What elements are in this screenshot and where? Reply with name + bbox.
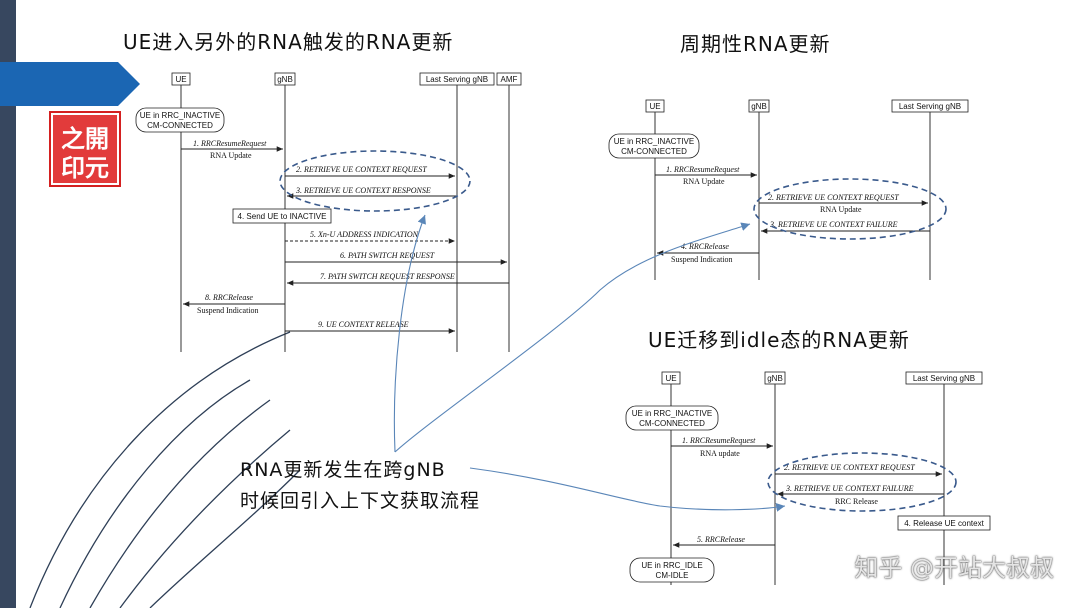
msg-label: 6. PATH SWITCH REQUEST (340, 251, 435, 260)
decorative-curves (29, 331, 301, 608)
entity-last-serving-gnb: Last Serving gNB (913, 374, 975, 383)
entity-last-serving-gnb: Last Serving gNB (426, 75, 488, 84)
msg-sub: Suspend Indication (197, 306, 259, 315)
entity-amf: AMF (501, 75, 518, 84)
entity-ue: UE (649, 102, 660, 111)
sidebar-strip (0, 0, 16, 608)
msg-sub: Suspend Indication (671, 255, 733, 264)
entity-gnb: gNB (767, 374, 783, 383)
diagram-periodic-rna: UE gNB Last Serving gNB UE in RRC_INACTI… (608, 99, 969, 280)
highlight-oval (767, 452, 957, 512)
diagram1-title: UE进入另外的RNA触发的RNA更新 (123, 30, 454, 54)
msg-label: 7. PATH SWITCH REQUEST RESPONSE (320, 272, 455, 281)
end-state-box (629, 557, 715, 583)
msg-label: 1. RRCResumeRequest (682, 436, 756, 445)
msg-label: 5. RRCRelease (697, 535, 745, 544)
msg-label: 5. Xn-U ADDRESS INDICATION (310, 230, 419, 239)
entity-gnb: gNB (277, 75, 293, 84)
diagram-idle-rna: UE gNB Last Serving gNB UE in RRC_INACTI… (625, 371, 991, 585)
msg-label: 4. RRCRelease (681, 242, 729, 251)
entity-last-serving-gnb: Last Serving gNB (899, 102, 961, 111)
msg-label: 1. RRCResumeRequest (193, 139, 267, 148)
diagram-ue-new-rna: UE gNB Last Serving gNB AMF UE in RRC_IN… (135, 72, 522, 352)
msg-label: 3. RETRIEVE UE CONTEXT RESPONSE (295, 186, 431, 195)
state-line1: UE in RRC_INACTIVE (140, 111, 220, 120)
logo-seal: 之開 印元 (49, 111, 121, 187)
msg-sub: RNA Update (683, 177, 725, 186)
msg-label: 2. RETRIEVE UE CONTEXT REQUEST (768, 193, 899, 202)
action-label: 4. Release UE context (904, 519, 984, 528)
state-box (608, 133, 700, 159)
state-line2: CM-CONNECTED (639, 419, 705, 428)
msg-sub: RNA Update (210, 151, 252, 160)
annotation-line1: RNA更新发生在跨gNB (240, 459, 446, 481)
end-state-line1: UE in RRC_IDLE (641, 561, 702, 570)
diagram3-title: UE迁移到idle态的RNA更新 (648, 328, 910, 352)
svg-text:之開: 之開 (61, 125, 109, 153)
entity-ue: UE (175, 75, 186, 84)
msg-label: 2. RETRIEVE UE CONTEXT REQUEST (784, 463, 915, 472)
sidebar-tab-arrow (0, 62, 140, 106)
state-box (135, 107, 225, 133)
msg-label: 3. RETRIEVE UE CONTEXT FAILURE (769, 220, 898, 229)
state-line2: CM-CONNECTED (621, 147, 687, 156)
state-line1: UE in RRC_INACTIVE (632, 409, 712, 418)
msg-sub: RRC Release (835, 497, 878, 506)
entity-ue: UE (665, 374, 676, 383)
msg-sub: RNA Update (820, 205, 862, 214)
msg-label: 1. RRCResumeRequest (666, 165, 740, 174)
entity-gnb: gNB (751, 102, 767, 111)
msg-label: 2. RETRIEVE UE CONTEXT REQUEST (296, 165, 427, 174)
action-box (897, 515, 991, 531)
end-state-line2: CM-IDLE (656, 571, 689, 580)
annotation-connectors (393, 214, 786, 512)
msg-label: 9. UE CONTEXT RELEASE (318, 320, 409, 329)
diagram2-title: 周期性RNA更新 (680, 32, 831, 56)
msg-label: 3. RETRIEVE UE CONTEXT FAILURE (785, 484, 914, 493)
annotation-line2: 时候回引入上下文获取流程 (240, 490, 481, 512)
svg-text:印元: 印元 (61, 154, 109, 182)
highlight-oval (753, 178, 947, 240)
action-label: 4. Send UE to INACTIVE (238, 212, 327, 221)
state-box (625, 405, 719, 431)
msg-label: 8. RRCRelease (205, 293, 253, 302)
highlight-oval (279, 150, 471, 212)
state-line1: UE in RRC_INACTIVE (614, 137, 694, 146)
action-box (232, 208, 332, 224)
msg-sub: RNA update (700, 449, 740, 458)
watermark: 知乎 @开站大叔叔 (854, 554, 1054, 582)
state-line2: CM-CONNECTED (147, 121, 213, 130)
